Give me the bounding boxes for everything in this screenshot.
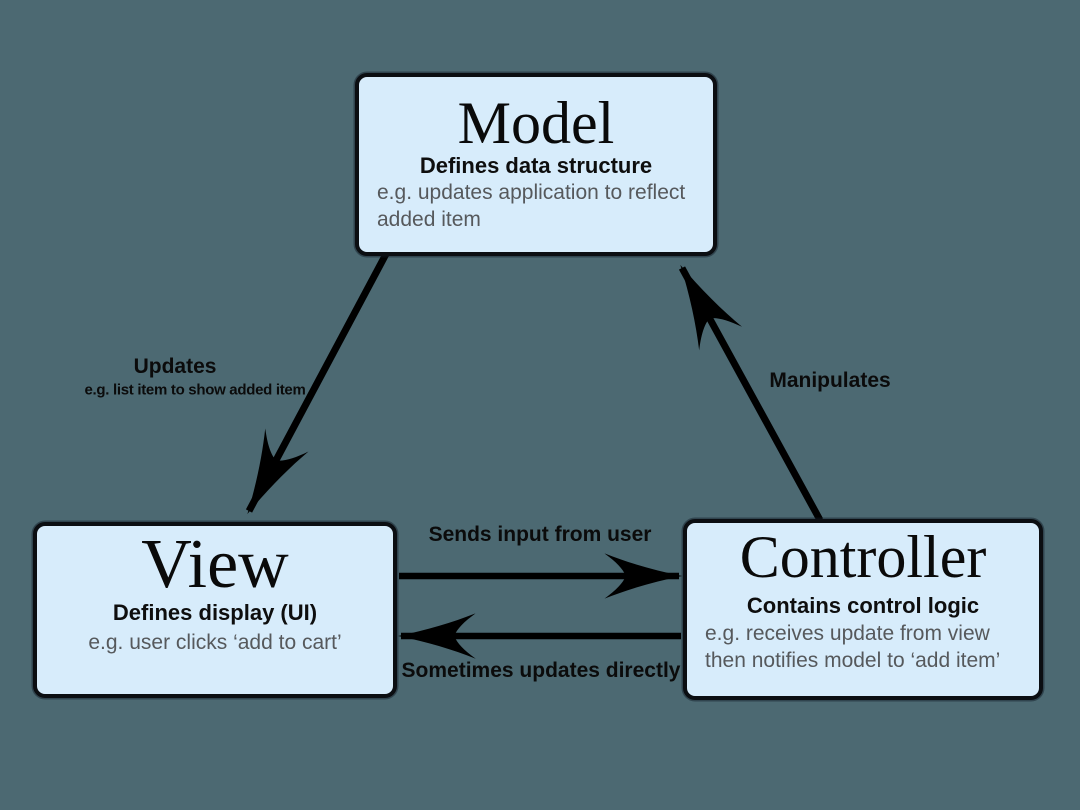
- controller-box: Controller Contains control logic e.g. r…: [683, 519, 1043, 700]
- view-subtitle: Defines display (UI): [112, 600, 318, 625]
- controller-example-line: e.g. receives update from view: [705, 622, 990, 646]
- model-title: Model: [457, 90, 615, 156]
- sometimes-updates-arrow-label: Sometimes updates directly: [401, 659, 681, 682]
- controller-title: Controller: [739, 524, 987, 590]
- view-example: e.g. user clicks ‘add to cart’: [88, 630, 341, 657]
- model-example: e.g. updates application to reflect adde…: [359, 180, 713, 234]
- model-example-line: added item: [377, 208, 481, 232]
- arrow-controller-to-model: [678, 264, 824, 522]
- updates-arrow-label: Updates: [133, 355, 217, 378]
- view-box: View Defines display (UI) e.g. user clic…: [33, 522, 397, 698]
- model-example-line: e.g. updates application to reflect: [377, 181, 686, 205]
- updates-arrow-sublabel: e.g. list item to show added item: [84, 381, 306, 399]
- model-subtitle: Defines data structure: [419, 153, 653, 178]
- view-title: View: [141, 526, 289, 603]
- sends-input-arrow-label: Sends input from user: [428, 523, 652, 546]
- manipulates-arrow-label: Manipulates: [769, 369, 891, 392]
- view-example-line: e.g. user clicks ‘add to cart’: [88, 631, 342, 655]
- arrow-model-to-view: [245, 252, 390, 515]
- controller-example-line: then notifies model to ‘add item’: [705, 649, 1001, 673]
- model-box: Model Defines data structure e.g. update…: [355, 73, 717, 256]
- controller-example: e.g. receives update from view then noti…: [687, 621, 1039, 675]
- controller-subtitle: Contains control logic: [746, 593, 980, 618]
